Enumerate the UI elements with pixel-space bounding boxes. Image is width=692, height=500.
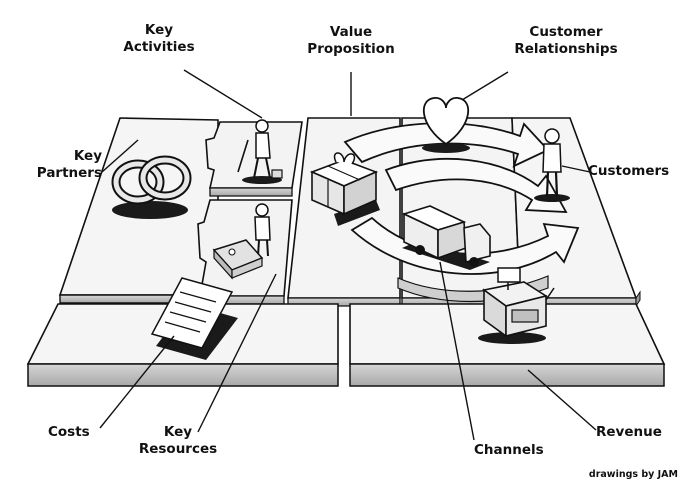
- label-costs: Costs: [48, 424, 90, 440]
- label-customer-relationships: Customer Relationships: [514, 24, 618, 57]
- label-key-partners: Key Partners: [36, 148, 102, 181]
- label-customers: Customers: [588, 163, 670, 179]
- interlocking-rings-icon: [111, 155, 192, 219]
- label-key-resources: Key Resources: [138, 424, 218, 457]
- worker-resources-icon: [212, 203, 271, 280]
- delivery-truck-icon: [401, 205, 491, 270]
- cash-register-icon: [478, 267, 555, 344]
- key-activities-panel: [205, 121, 303, 197]
- gift-box-icon: [309, 152, 380, 226]
- label-value-proposition: Value Proposition: [307, 24, 395, 57]
- worker-activity-icon: [237, 119, 283, 184]
- illustration-credit: drawings by JAM: [588, 469, 678, 480]
- channel-arrow-upper: [384, 157, 568, 213]
- leader-lines: [99, 69, 597, 441]
- label-key-activities: Key Activities: [123, 22, 195, 55]
- heart-icon: [422, 97, 470, 153]
- revenue-panel: [349, 303, 666, 387]
- customer-person-icon: [534, 128, 570, 202]
- cost-documents-icon: [150, 277, 238, 360]
- label-channels: Channels: [474, 442, 544, 458]
- label-revenue: Revenue: [596, 424, 662, 440]
